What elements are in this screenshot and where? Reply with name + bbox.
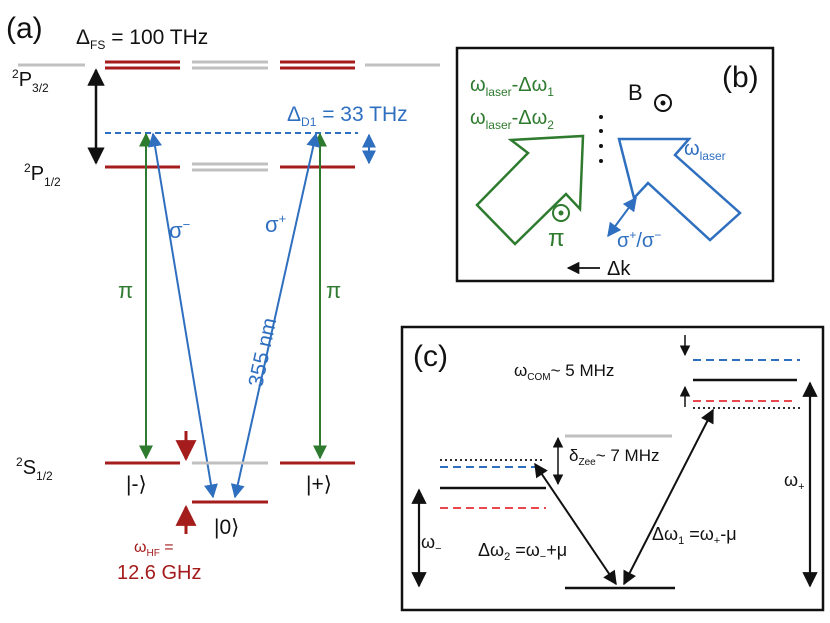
ket-plus-label: |+⟩	[306, 473, 332, 496]
sigma-minus-label: σ−	[169, 217, 190, 243]
blue-beam-arrow	[617, 137, 742, 242]
sigma-pm-label: σ+/σ−	[617, 228, 661, 252]
sigma-minus-transition	[148, 132, 218, 499]
green-freq-label-1: ωlaser-Δω1	[470, 74, 554, 99]
green-freq-label-2: ωlaser-Δω2	[470, 107, 554, 132]
blue-polarization-arrow	[607, 196, 637, 238]
sigma-plus-transition	[230, 132, 321, 499]
green-beam-arrow	[475, 134, 585, 246]
level-s12-label: 2S1/2	[16, 455, 53, 483]
wavelength-label: 355 nm	[244, 316, 281, 389]
panel-b-frame	[455, 46, 775, 283]
blue-freq-label: ωlaser	[684, 138, 726, 163]
hf-value: 12.6 GHz	[117, 562, 201, 584]
omega-plus-label: ω+	[784, 470, 805, 493]
fs-splitting-label: ΔFS = 100 THz	[76, 26, 208, 52]
panel-b: (b) ωlaser-Δω1 ωlaser-Δω2 B π ωlaser σ+/…	[455, 46, 775, 283]
omega-com-label: ωCOM~ 5 MHz	[514, 361, 614, 383]
s12-levels	[105, 461, 355, 504]
b-field-label: B	[628, 80, 643, 105]
sigma-plus-label: σ+	[265, 211, 286, 237]
panel-a-label: (a)	[6, 12, 43, 45]
pi-right-label: π	[326, 278, 341, 303]
delta-k-label: Δk	[607, 258, 631, 280]
raman-arm-right	[623, 408, 714, 586]
p12-levels	[105, 162, 355, 172]
panel-c-label: (c)	[413, 340, 448, 373]
ket-minus-label: |-⟩	[126, 473, 147, 496]
d1-detuning-label: ΔD1 = 33 THz	[287, 103, 408, 129]
delta-zee-label: δZee~ 7 MHz	[569, 446, 659, 468]
b-field-out-of-page-icon	[654, 94, 672, 112]
delta-omega-1-label: Δω1 =ω+-μ	[652, 524, 737, 547]
pi-left-label: π	[118, 278, 133, 303]
ket-zero-label: |0⟩	[214, 516, 239, 539]
panel-a: (a) ΔFS = 100 THz 2P3/2 ΔD1 = 33 THz	[6, 12, 440, 584]
ellipsis-dot-1	[599, 115, 603, 119]
p32-levels	[18, 60, 440, 70]
panel-c: (c) ωCOM~ 5 MHz δZee~ 7 MHz ω− ω+ Δω2 =ω…	[400, 325, 825, 612]
delta-omega-2-label: Δω2 =ω−+μ	[478, 540, 567, 563]
ellipsis-dot-3	[599, 144, 603, 148]
level-p12-label: 2P1/2	[24, 161, 61, 189]
pi-polarization-label: π	[548, 225, 565, 252]
panel-c-frame	[400, 325, 825, 612]
level-p32-label: 2P3/2	[12, 67, 49, 95]
b-field-dot	[660, 100, 666, 106]
ellipsis-dot-4	[599, 159, 603, 163]
panel-b-label: (b)	[722, 61, 759, 94]
omega-minus-label: ω−	[421, 532, 442, 555]
pi-polarization-dot-center	[558, 210, 564, 216]
hf-label: ωHF =	[134, 539, 174, 559]
pi-polarization-dot-icon	[552, 204, 570, 222]
raman-arm-left	[534, 462, 617, 586]
ellipsis-dot-2	[599, 129, 603, 133]
